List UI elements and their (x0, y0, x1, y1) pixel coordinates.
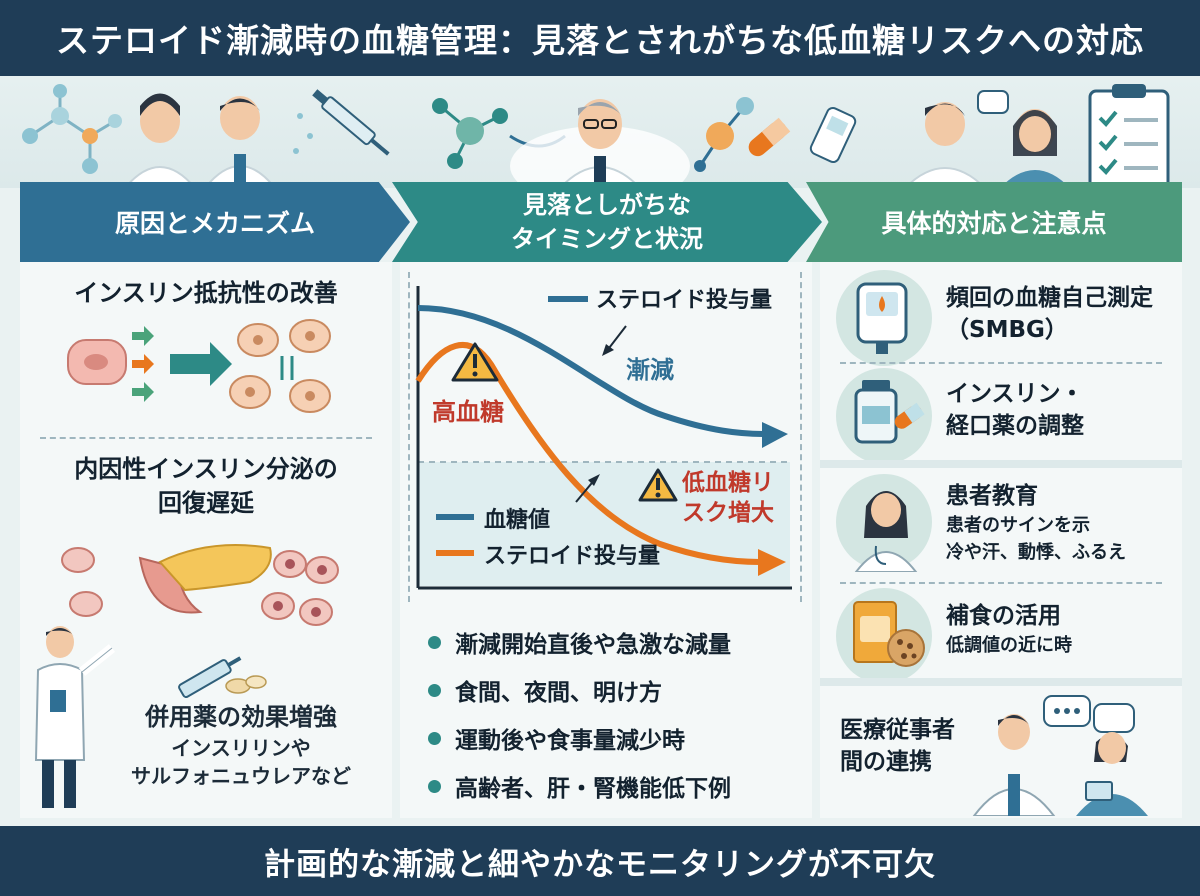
footer-message: 計画的な漸減と細やかなモニタリングが不可欠 (0, 826, 1200, 896)
action-medication: インスリン・ 経口薬の調整 (946, 378, 1084, 442)
chart-legend-glucose: 血糖値 (484, 508, 551, 533)
list-item: 高齢者、肝・腎機能低下例 (428, 762, 808, 810)
steroid-curve (417, 305, 766, 437)
snack-icon (853, 601, 925, 667)
bullet-dot-icon (428, 731, 441, 745)
banner-timing-line1: 見落としがちな (523, 191, 691, 219)
chart-label-low-line2: スク増大 (682, 500, 774, 526)
glucose-curve (415, 342, 761, 565)
list-item: 運動後や食事量減少時 (428, 714, 808, 762)
action-collaboration-line2: 間の連携 (840, 749, 932, 775)
banner-timing: 見落としがちな タイミングと状況 (392, 182, 822, 262)
bullet-dot-icon (428, 635, 441, 649)
bullet-dot-icon (428, 779, 441, 793)
chart-legend-steroid: ステロイド投与量 (484, 544, 661, 569)
chart-label-taper: 漸減 (626, 356, 674, 384)
staff-collaboration-icon (972, 695, 1148, 816)
section-drug-interaction-sub1: インスリリンや (171, 736, 311, 760)
nurse-icon (854, 491, 918, 572)
page-title: ステロイド漸減時の血糖管理：見落とされがちな低血糖リスクへの対応 (0, 0, 1200, 76)
list-item: 漸減開始直後や急激な減量 (428, 618, 808, 666)
action-education-title: 患者教育 (946, 483, 1038, 509)
section-drug-interaction-title: 併用薬の効果増強 (145, 703, 337, 731)
cell-insulin-resistance-icon (67, 319, 331, 413)
section-drug-interaction-sub2: サルフォニュウレアなど (131, 764, 351, 788)
action-snack-title: 補食の活用 (946, 603, 1061, 629)
medicine-bottle-icon (854, 380, 925, 444)
bullet-dot-icon (428, 683, 441, 697)
action-snack-sub: 低調値の近に時 (946, 635, 1072, 656)
action-smbg-line1: 頻回の血糖自己測定 (946, 285, 1153, 311)
section-secretion-title: 内因性インスリン分泌の 回復遅延 (20, 452, 392, 520)
action-smbg-line2: （SMBG） (946, 317, 1068, 343)
pancreas-icon (61, 544, 339, 626)
glucose-meter-icon (856, 282, 908, 354)
divider (820, 678, 1182, 686)
divider (820, 460, 1182, 468)
action-collaboration: 医療従事者 間の連携 (840, 714, 955, 778)
glucose-arrowhead (758, 549, 786, 576)
chart-label-low-line1: 低血糖リ (682, 470, 774, 496)
action-medication-line1: インスリン・ (946, 381, 1084, 407)
action-snack: 補食の活用 低調値の近に時 (946, 600, 1072, 659)
list-item: 食間、夜間、明け方 (428, 666, 808, 714)
taper-chart (415, 286, 792, 590)
chart-label-low: 低血糖リ スク増大 (682, 468, 774, 528)
chart-legend-top: ステロイド投与量 (596, 288, 773, 313)
timing-bullet-list: 漸減開始直後や急激な減量 食間、夜間、明け方 運動後や食事量減少時 高齢者、肝・… (428, 618, 808, 810)
doctor-pointing-icon (34, 626, 116, 808)
section-secretion-title-line2: 回復遅延 (158, 489, 254, 517)
action-education-sub1: 患者のサインを示 (946, 515, 1090, 536)
steroid-arrowhead (762, 422, 788, 448)
banner-causes: 原因とメカニズム (20, 182, 410, 262)
section-drug-interaction: 併用薬の効果増強 インスリリンや サルフォニュウレアなど (96, 700, 386, 790)
action-collaboration-line1: 医療従事者 (840, 717, 955, 743)
banner-timing-line2: タイミングと状況 (511, 225, 703, 253)
section-insulin-resistance-title: インスリン抵抗性の改善 (74, 279, 338, 307)
illustration-band (0, 76, 1200, 206)
header-illustrations-icon (22, 84, 1170, 206)
action-education: 患者教育 患者のサインを示 冷や汗、動悸、ふるえ (946, 480, 1126, 566)
syringe-pills-icon (178, 656, 267, 698)
action-medication-line2: 経口薬の調整 (946, 413, 1084, 439)
banner-actions: 具体的対応と注意点 (806, 182, 1182, 262)
chart-label-high: 高血糖 (432, 398, 504, 426)
section-secretion-title-line1: 内因性インスリン分泌の (74, 455, 338, 483)
action-smbg: 頻回の血糖自己測定 （SMBG） (946, 282, 1153, 346)
action-education-sub2: 冷や汗、動悸、ふるえ (946, 542, 1126, 563)
